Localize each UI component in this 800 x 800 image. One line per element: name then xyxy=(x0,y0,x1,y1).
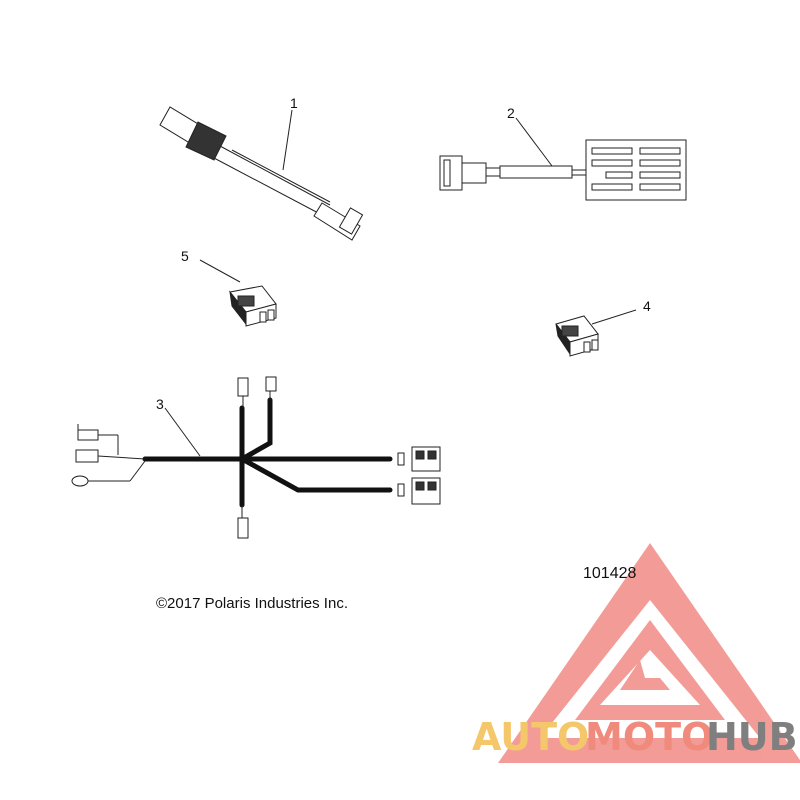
watermark-logo xyxy=(498,543,800,763)
leader-2 xyxy=(515,117,553,167)
watermark-wordmark: AUTO MOTO HUB xyxy=(472,715,798,759)
leader-3 xyxy=(164,407,201,457)
watermark-g-mark xyxy=(620,660,670,690)
callout-4: 4 xyxy=(643,298,651,314)
part-3-wire-harness xyxy=(71,376,441,539)
watermark-moto: MOTO xyxy=(585,715,713,759)
diagram-number: 101428 xyxy=(583,565,637,582)
callout-2: 2 xyxy=(507,105,515,121)
part-1-harness xyxy=(159,106,364,241)
part-2-module xyxy=(439,117,687,201)
watermark-hub: HUB xyxy=(706,715,798,759)
callout-1: 1 xyxy=(290,95,298,111)
leader-1 xyxy=(282,109,293,171)
connector-boot xyxy=(185,121,227,161)
leader-4 xyxy=(591,309,637,325)
part-4-switch xyxy=(555,309,637,357)
watermark-triangle-core xyxy=(600,650,700,705)
copyright-notice: ©2017 Polaris Industries Inc. xyxy=(156,595,348,612)
part-5-switch xyxy=(199,259,277,327)
leader-5 xyxy=(199,259,241,283)
callout-5: 5 xyxy=(181,248,189,264)
callout-3: 3 xyxy=(156,396,164,412)
watermark-auto: AUTO xyxy=(472,715,589,759)
